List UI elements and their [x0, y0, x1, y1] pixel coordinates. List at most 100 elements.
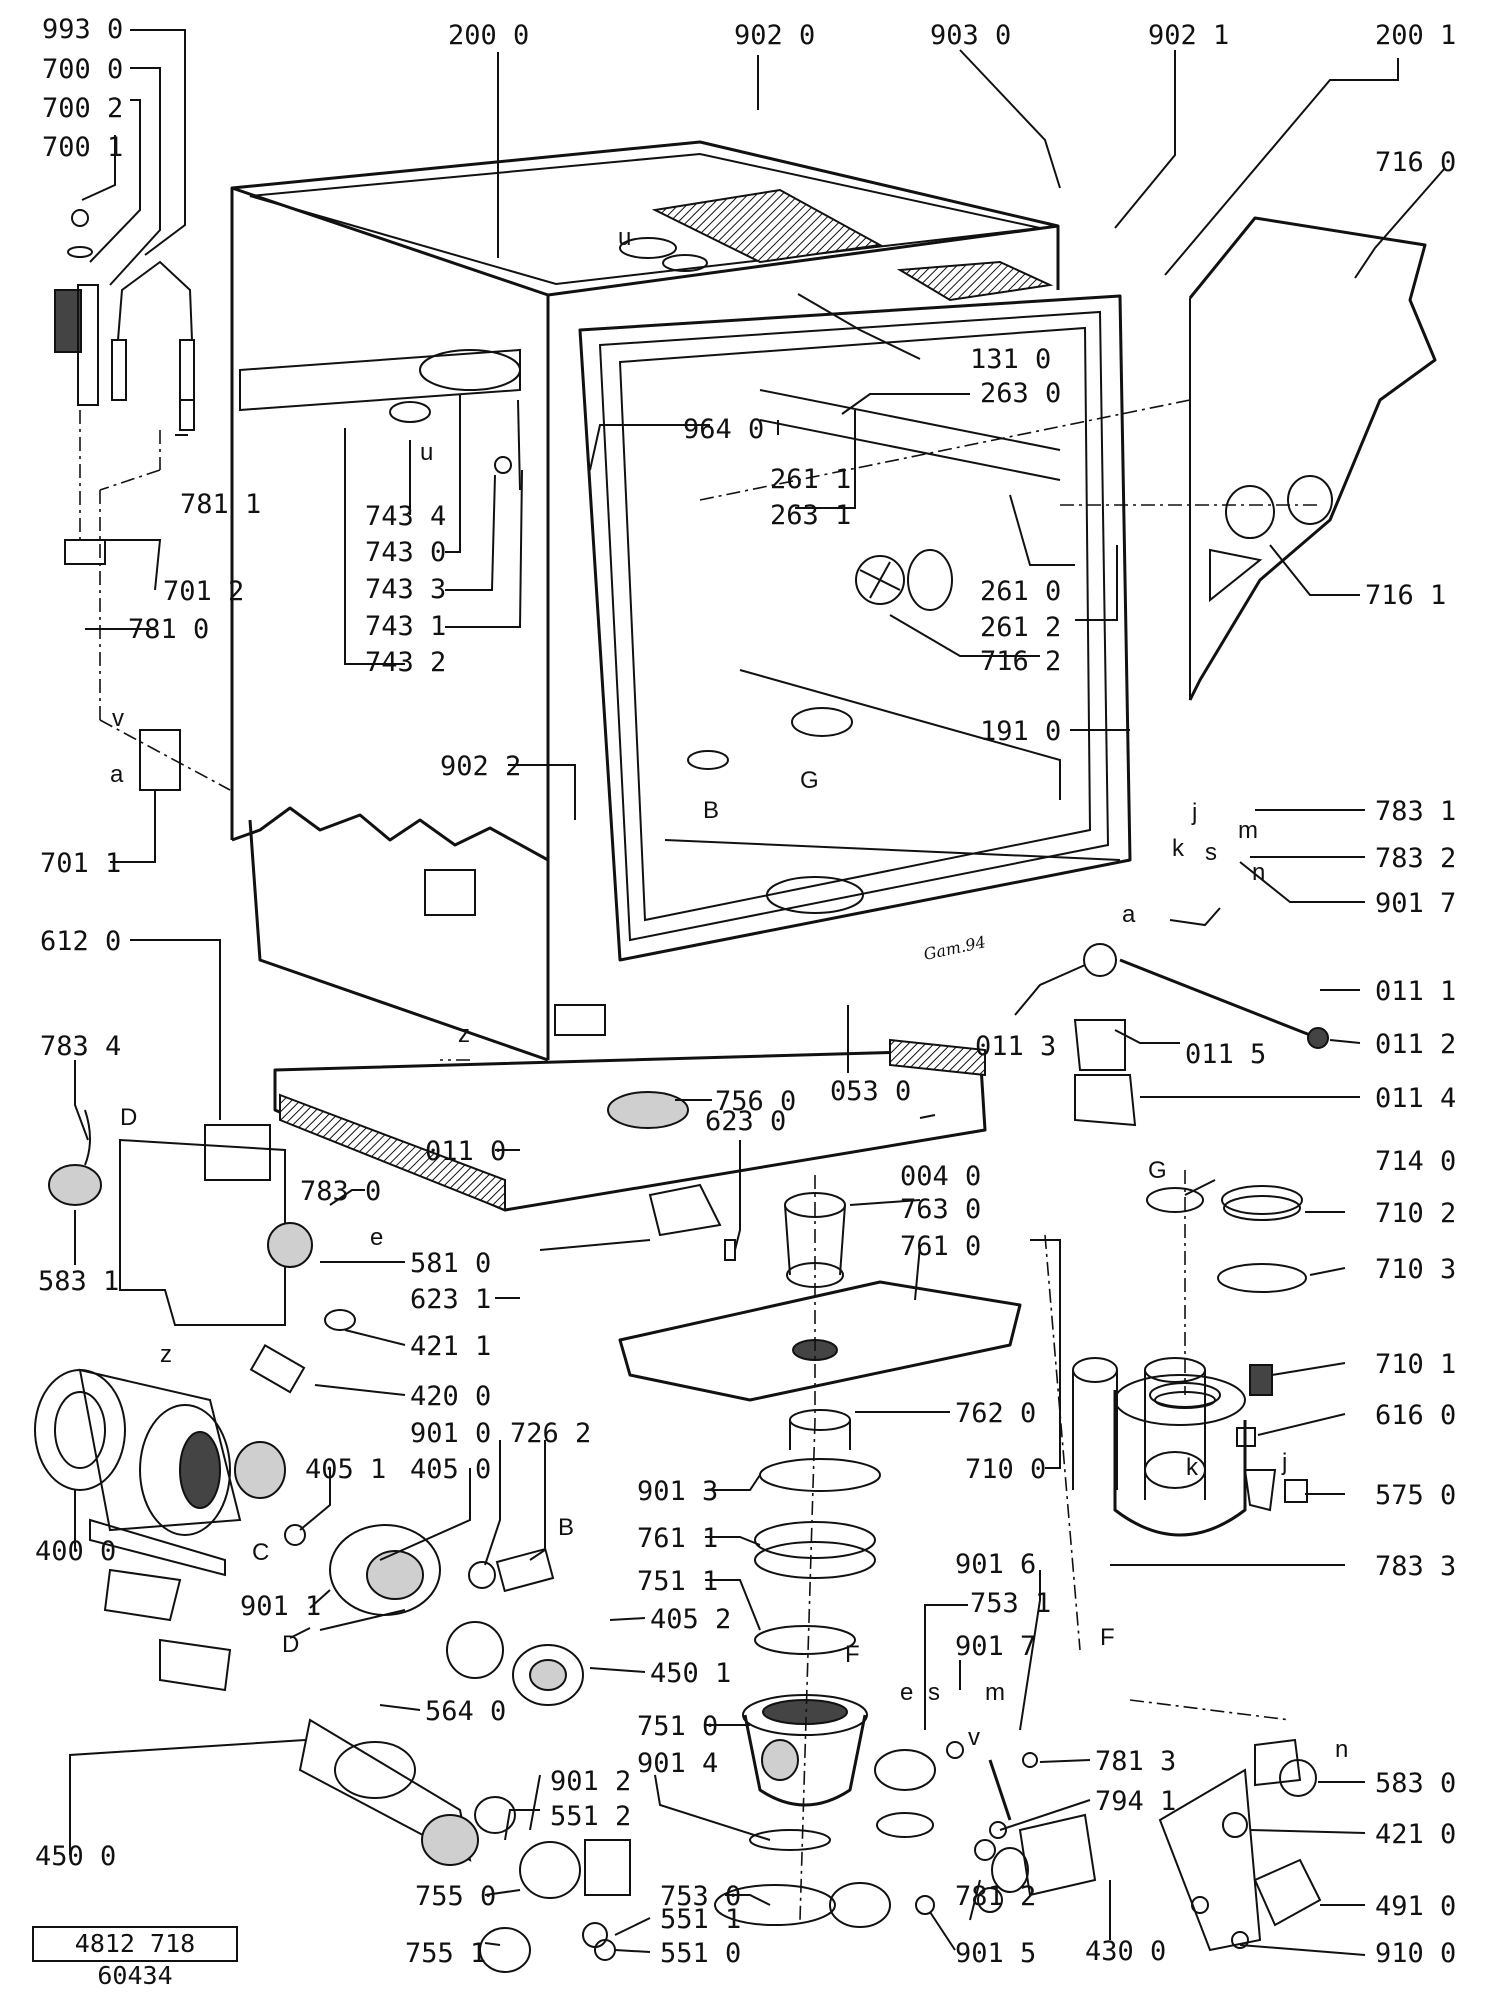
- part-label-7550: 755 0: [415, 1881, 496, 1912]
- letter-k-1: k: [1172, 835, 1185, 862]
- leader-lines: [69, 29, 1446, 1956]
- letter-D-1: D: [120, 1104, 137, 1131]
- part-label-7834: 783 4: [40, 1031, 121, 1062]
- letter-G-1: G: [800, 767, 819, 794]
- letter-C-1: C: [252, 1539, 269, 1566]
- assembly-axes: [79, 399, 1320, 1921]
- part-label-7161: 716 1: [1365, 580, 1446, 611]
- part-label-5750: 575 0: [1375, 1480, 1456, 1511]
- part-label-5510: 551 0: [660, 1938, 741, 1969]
- part-label-2000: 200 0: [448, 20, 529, 51]
- letter-B-2: B: [558, 1514, 574, 1541]
- part-label-1310: 131 0: [970, 344, 1051, 375]
- part-label-4052: 405 2: [650, 1604, 731, 1635]
- letter-k-2: k: [1186, 1454, 1199, 1481]
- part-label-9016: 901 6: [955, 1549, 1036, 1580]
- letter-a-2: a: [1122, 901, 1136, 928]
- part-label-6120: 612 0: [40, 926, 121, 957]
- part-label-7000: 700 0: [42, 54, 123, 85]
- part-label-0114: 011 4: [1375, 1083, 1456, 1114]
- part-label-7100: 710 0: [965, 1454, 1046, 1485]
- part-labels: 993 0 700 0 700 2 700 1 200 0 902 0 903 …: [35, 14, 1456, 1969]
- part-label-2612: 261 2: [980, 612, 1061, 643]
- letter-n-1: n: [1252, 859, 1265, 886]
- part-label-7830: 783 0: [300, 1176, 381, 1207]
- letter-D-2: D: [282, 1631, 299, 1658]
- part-label-5511: 551 1: [660, 1904, 741, 1935]
- letter-j-2: j: [1281, 1449, 1287, 1476]
- part-label-4000: 400 0: [35, 1536, 116, 1567]
- part-label-6231: 623 1: [410, 1284, 491, 1315]
- part-label-9022: 902 2: [440, 751, 521, 782]
- part-label-9017b: 901 7: [955, 1631, 1036, 1662]
- part-label-2610: 261 0: [980, 576, 1061, 607]
- side-panel: [1188, 216, 1437, 701]
- part-label-4210: 421 0: [1375, 1819, 1456, 1850]
- softener-unit: [1072, 1185, 1308, 1537]
- part-label-2631: 263 1: [770, 500, 851, 531]
- part-label-9011: 901 1: [240, 1591, 321, 1622]
- part-label-7262: 726 2: [510, 1418, 591, 1449]
- part-label-6160: 616 0: [1375, 1400, 1456, 1431]
- part-label-4300: 430 0: [1085, 1936, 1166, 1967]
- part-label-7811: 781 1: [180, 489, 261, 520]
- part-label-9012: 901 2: [550, 1766, 631, 1797]
- part-label-7434: 743 4: [365, 501, 446, 532]
- part-label-4500: 450 0: [35, 1841, 116, 1872]
- part-label-0040: 004 0: [900, 1161, 981, 1192]
- connection-letters: u u v a G B j k s m n a z D e G z k j C …: [110, 224, 1348, 1763]
- part-label-4910: 491 0: [1375, 1891, 1456, 1922]
- part-label-7560: 756 0: [715, 1086, 796, 1117]
- letter-e-2: e: [900, 1679, 913, 1706]
- letter-j-1: j: [1191, 799, 1197, 826]
- bracket-assembly-right: [1158, 1738, 1322, 1952]
- letter-G-2: G: [1148, 1157, 1167, 1184]
- letter-n-2: n: [1335, 1736, 1348, 1763]
- letter-v-1: v: [112, 705, 124, 732]
- letter-F-1: F: [1100, 1624, 1115, 1651]
- part-label-5830: 583 0: [1375, 1768, 1456, 1799]
- cabinet-top-mesh-2: [896, 260, 1054, 302]
- part-label-7160: 716 0: [1375, 147, 1456, 178]
- part-label-2001: 200 1: [1375, 20, 1456, 51]
- part-label-1910: 191 0: [980, 716, 1061, 747]
- part-label-7610: 761 0: [900, 1231, 981, 1262]
- part-label-7630: 763 0: [900, 1194, 981, 1225]
- part-label-7433: 743 3: [365, 574, 446, 605]
- part-label-9015: 901 5: [955, 1938, 1036, 1969]
- part-label-5810: 581 0: [410, 1248, 491, 1279]
- part-label-7101: 710 1: [1375, 1349, 1456, 1380]
- letter-B-1: B: [703, 797, 719, 824]
- letter-u-2: u: [420, 439, 433, 466]
- part-label-0111: 011 1: [1375, 976, 1456, 1007]
- part-label-4211: 421 1: [410, 1331, 491, 1362]
- part-label-7432: 743 2: [365, 647, 446, 678]
- cabinet-top-mesh: [651, 188, 884, 264]
- part-label-9014: 901 4: [637, 1748, 718, 1779]
- part-label-9021: 902 1: [1148, 20, 1229, 51]
- letter-z-2: z: [160, 1341, 172, 1368]
- hinge-parts: [1073, 907, 1329, 1127]
- letter-m-2: m: [985, 1679, 1005, 1706]
- document-number: 4812 718 60434: [32, 1926, 238, 1990]
- part-label-9030: 903 0: [930, 20, 1011, 51]
- parts-cluster-top-left: [54, 209, 521, 791]
- part-label-0112: 011 2: [1375, 1029, 1456, 1060]
- part-label-7531: 753 1: [970, 1588, 1051, 1619]
- part-label-7011: 701 1: [40, 848, 121, 879]
- part-label-7833: 783 3: [1375, 1551, 1456, 1582]
- part-label-2611: 261 1: [770, 464, 851, 495]
- part-label-7812: 781 2: [955, 1881, 1036, 1912]
- part-label-7001: 700 1: [42, 132, 123, 163]
- draftsman-signature: Gam.94: [922, 932, 988, 964]
- part-label-7620: 762 0: [955, 1398, 1036, 1429]
- part-label-7431: 743 1: [365, 611, 446, 642]
- part-label-7102: 710 2: [1375, 1198, 1456, 1229]
- part-label-9930: 993 0: [42, 14, 123, 45]
- inner-tub: [578, 294, 1132, 962]
- part-label-7551: 755 1: [405, 1938, 486, 1969]
- part-label-7510: 751 0: [637, 1711, 718, 1742]
- part-label-2630: 263 0: [980, 378, 1061, 409]
- letter-F-2: F: [845, 1641, 860, 1668]
- letter-a-1: a: [110, 761, 124, 788]
